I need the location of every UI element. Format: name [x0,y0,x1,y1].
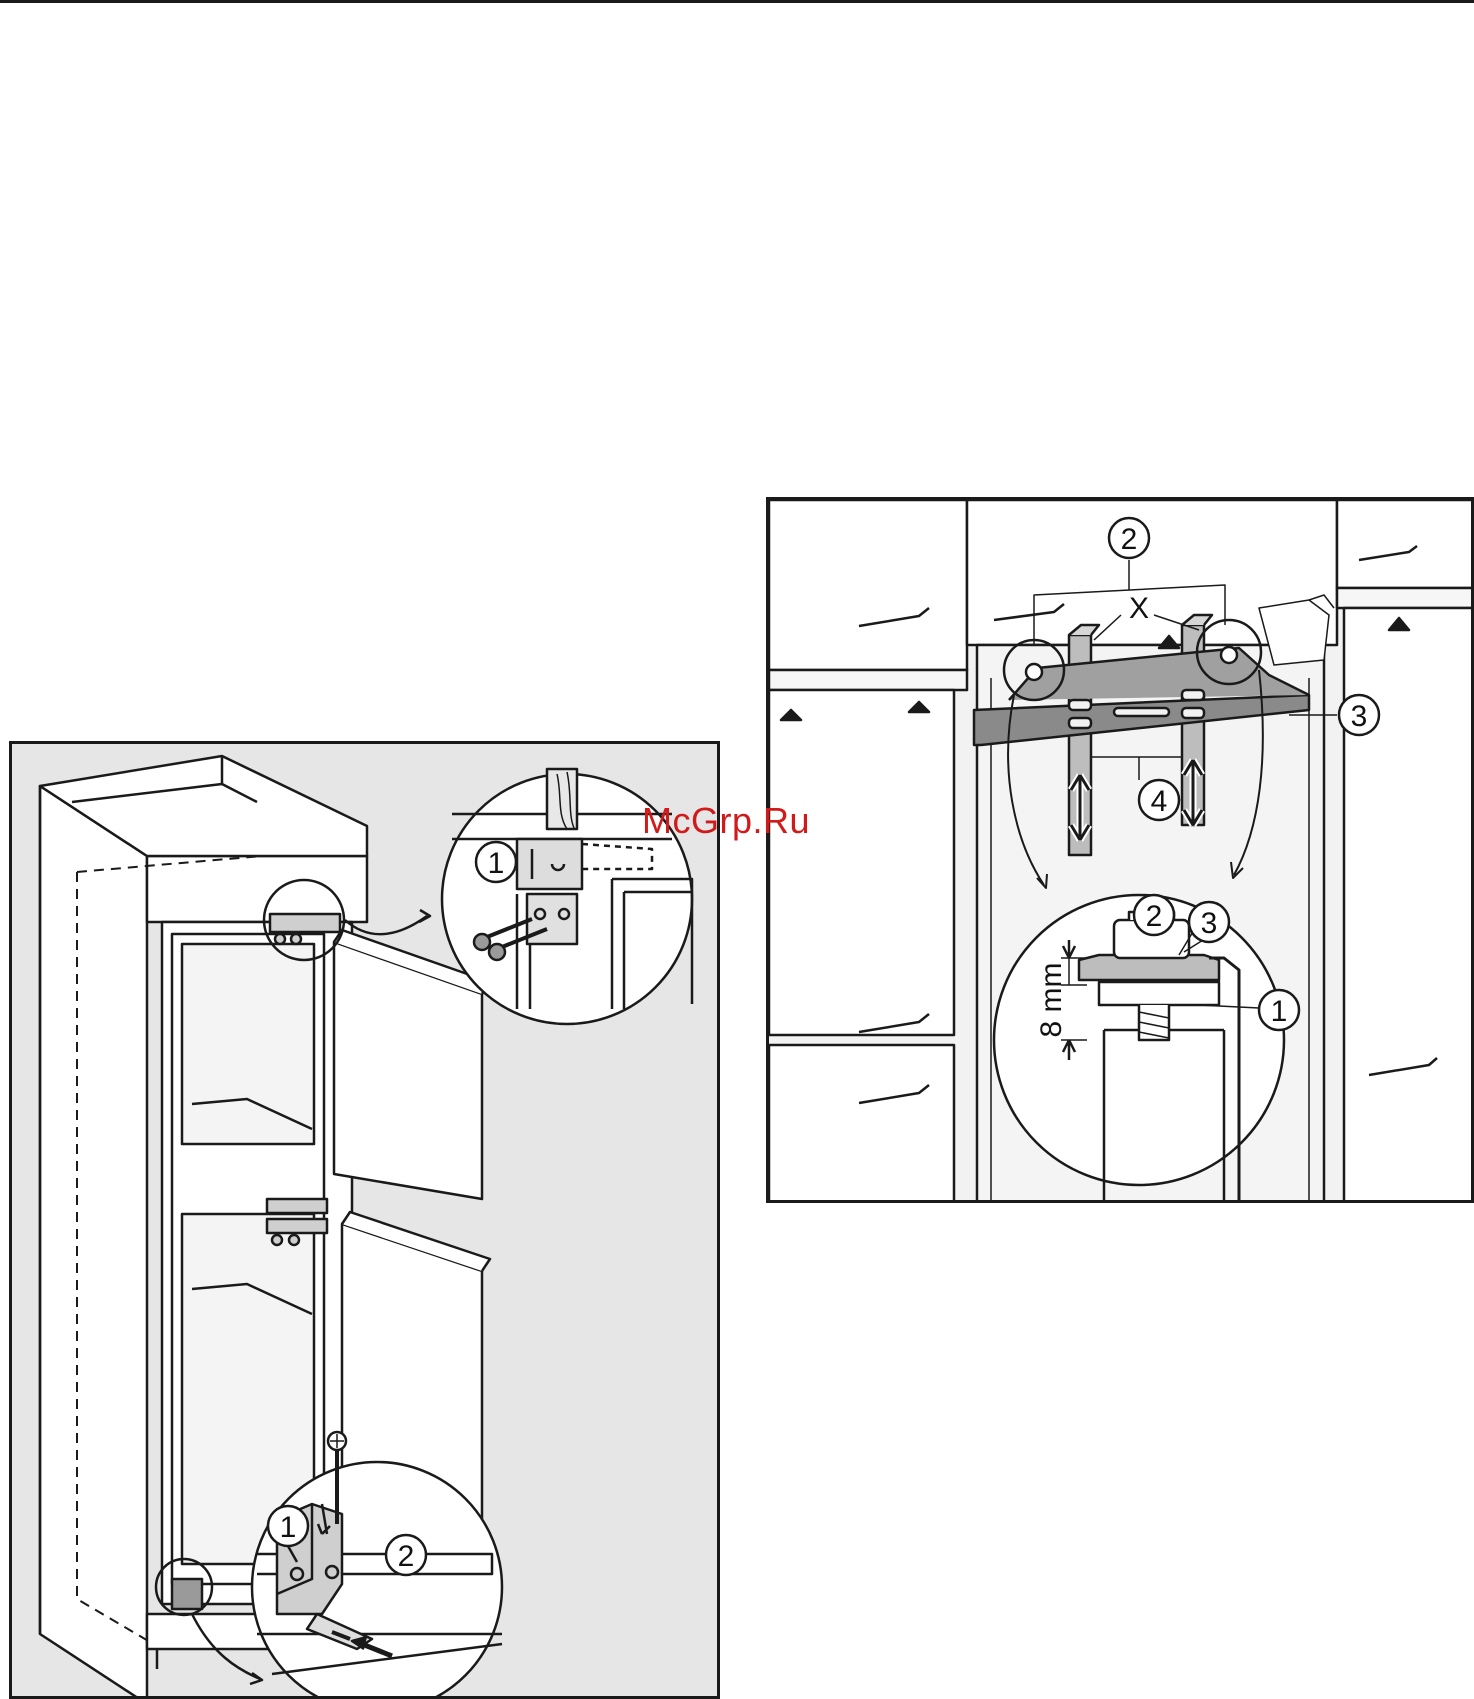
callout-detail-bolt-label: 1 [1271,995,1288,1028]
cabinet-illustration: 1 1 2 [12,744,720,1699]
figure-left-cabinet-installation: 1 1 2 [9,741,720,1699]
bottom-bracket [172,1579,202,1609]
watermark-text: McGrp.Ru [642,800,810,842]
callout-slide-rails-label: 4 [1151,785,1168,818]
top-rule [0,0,1474,3]
left-tall-cabinet [769,690,954,1035]
callout-lower-hinge-label: 1 [280,1511,297,1544]
cabinet-top-front [147,856,367,922]
right-wall-cabinet [1337,500,1474,588]
callout-bracket-plate-label: 3 [1351,700,1368,733]
callout-detail-plate-label: 3 [1201,907,1218,940]
figure-right-bracket-adjustment: 2 X 3 4 2 3 1 8 mm [766,497,1474,1203]
left-cabinet-strip [769,670,967,690]
callout-detail-nut-label: 2 [1146,900,1163,933]
callout-bracket-label: 2 [398,1540,415,1573]
callout-top-hinge-label: 1 [488,847,505,880]
callout-adjust-nuts-label: 2 [1121,523,1138,556]
left-wall-cabinet [769,500,967,670]
points-x-label: X [1129,592,1149,625]
cabinet-side-panel [40,786,147,1699]
dimension-label: 8 mm [1035,963,1068,1038]
bracket-illustration: 2 X 3 4 2 3 1 8 mm [769,500,1474,1203]
